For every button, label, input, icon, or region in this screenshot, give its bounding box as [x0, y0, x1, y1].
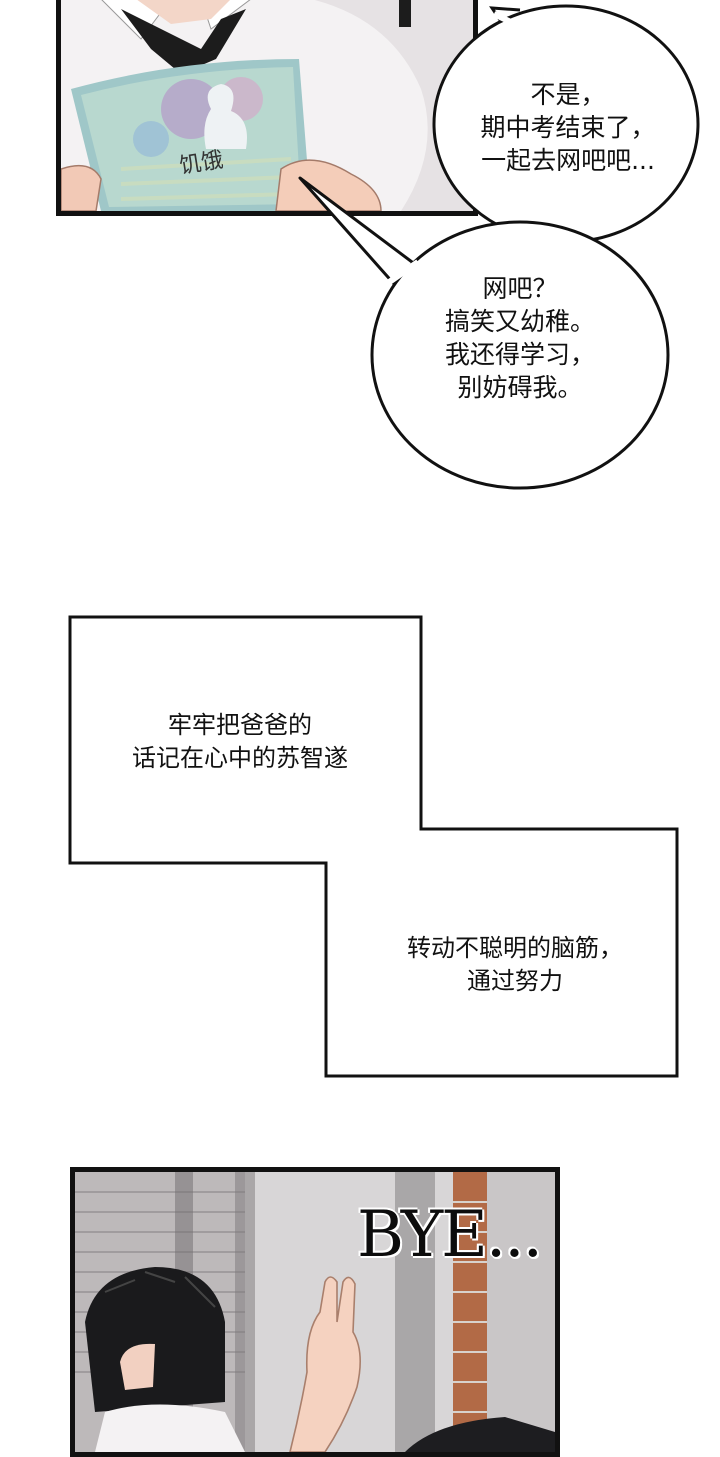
top-comic-panel: 饥饿 — [56, 0, 478, 216]
speech-bubbles-layer — [298, 4, 700, 490]
speech-line: 别妨碍我。 — [457, 373, 583, 402]
bottom-comic-panel — [70, 1167, 560, 1457]
sfx-text: BYE... — [357, 1198, 543, 1272]
speech-bubble-1-text: 不是， 期中考结束了， 一起去网吧吧... — [455, 78, 681, 177]
speech-line: 不是， — [530, 80, 606, 109]
narration-line: 通过努力 — [467, 967, 563, 995]
narration-line: 转动不聪明的脑筋， — [407, 934, 623, 962]
speech-bubble-2 — [370, 220, 670, 490]
speech-line: 网吧？ — [482, 274, 558, 303]
speech-line: 搞笑又幼稚。 — [444, 307, 595, 336]
speech-bubble-2-text: 网吧？ 搞笑又幼稚。 我还得学习， 别妨碍我。 — [410, 272, 630, 404]
narration-box-shape — [68, 615, 679, 1078]
reading-character-illustration — [61, 0, 473, 211]
speech-line: 期中考结束了， — [480, 113, 656, 142]
narration-line: 牢牢把爸爸的 — [168, 711, 312, 739]
speech-bubble-2-tail — [298, 176, 422, 287]
speech-line: 一起去网吧吧... — [481, 146, 655, 175]
narration-text-1: 牢牢把爸爸的 话记在心中的苏智遂 — [90, 709, 390, 775]
narration-boxes-layer — [68, 615, 679, 1078]
speech-line: 我还得学习， — [444, 340, 595, 369]
narration-line: 话记在心中的苏智遂 — [132, 744, 348, 772]
book-illustration — [71, 59, 311, 211]
waving-character-illustration — [75, 1172, 555, 1452]
character-head — [85, 1267, 225, 1412]
narration-text-2: 转动不聪明的脑筋， 通过努力 — [370, 932, 660, 998]
